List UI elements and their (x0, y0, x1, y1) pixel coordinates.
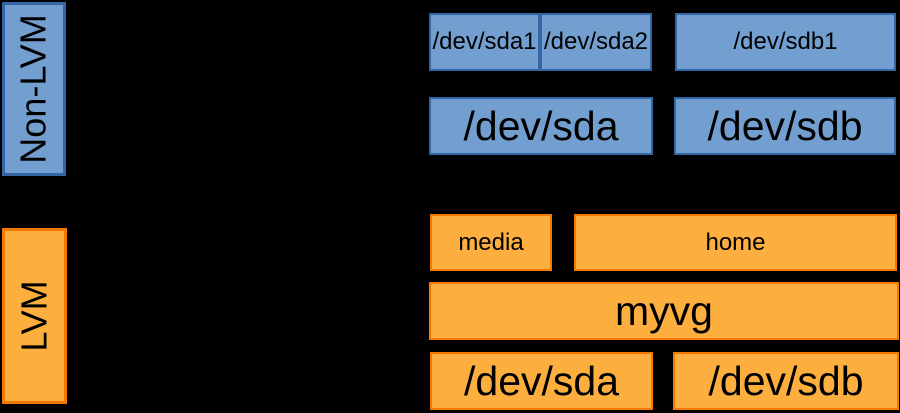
disk-label-sda: /dev/sda (463, 102, 619, 149)
physical-volume-box-sda: /dev/sda (430, 352, 653, 410)
disk-label-sdb: /dev/sdb (707, 102, 863, 149)
logical-volume-box-media: media (430, 214, 552, 271)
disk-box-sdb: /dev/sdb (674, 97, 896, 155)
non-lvm-section-label-text: Non-LVM (13, 14, 55, 164)
logical-volume-label-home: home (705, 228, 766, 256)
volume-group-label-myvg: myvg (615, 287, 713, 334)
logical-volume-box-home: home (574, 214, 897, 271)
partition-box-sda1: /dev/sda1 (429, 13, 540, 71)
physical-volume-label-sda: /dev/sda (464, 357, 619, 404)
volume-group-box-myvg: myvg (429, 282, 899, 340)
disk-box-sda: /dev/sda (429, 97, 653, 155)
partition-box-sdb1: /dev/sdb1 (675, 13, 896, 71)
physical-volume-box-sdb: /dev/sdb (673, 352, 899, 410)
partition-label-sdb1: /dev/sdb1 (733, 28, 838, 55)
lvm-section-label-text: LVM (13, 280, 55, 352)
partition-label-sda1: /dev/sda1 (432, 28, 537, 55)
partition-label-sda2: /dev/sda2 (543, 28, 649, 55)
logical-volume-label-media: media (458, 228, 524, 256)
partition-box-sda2: /dev/sda2 (540, 13, 652, 71)
non-lvm-section-label: Non-LVM (2, 2, 66, 176)
lvm-section-label: LVM (2, 228, 67, 404)
physical-volume-label-sdb: /dev/sdb (708, 357, 864, 404)
